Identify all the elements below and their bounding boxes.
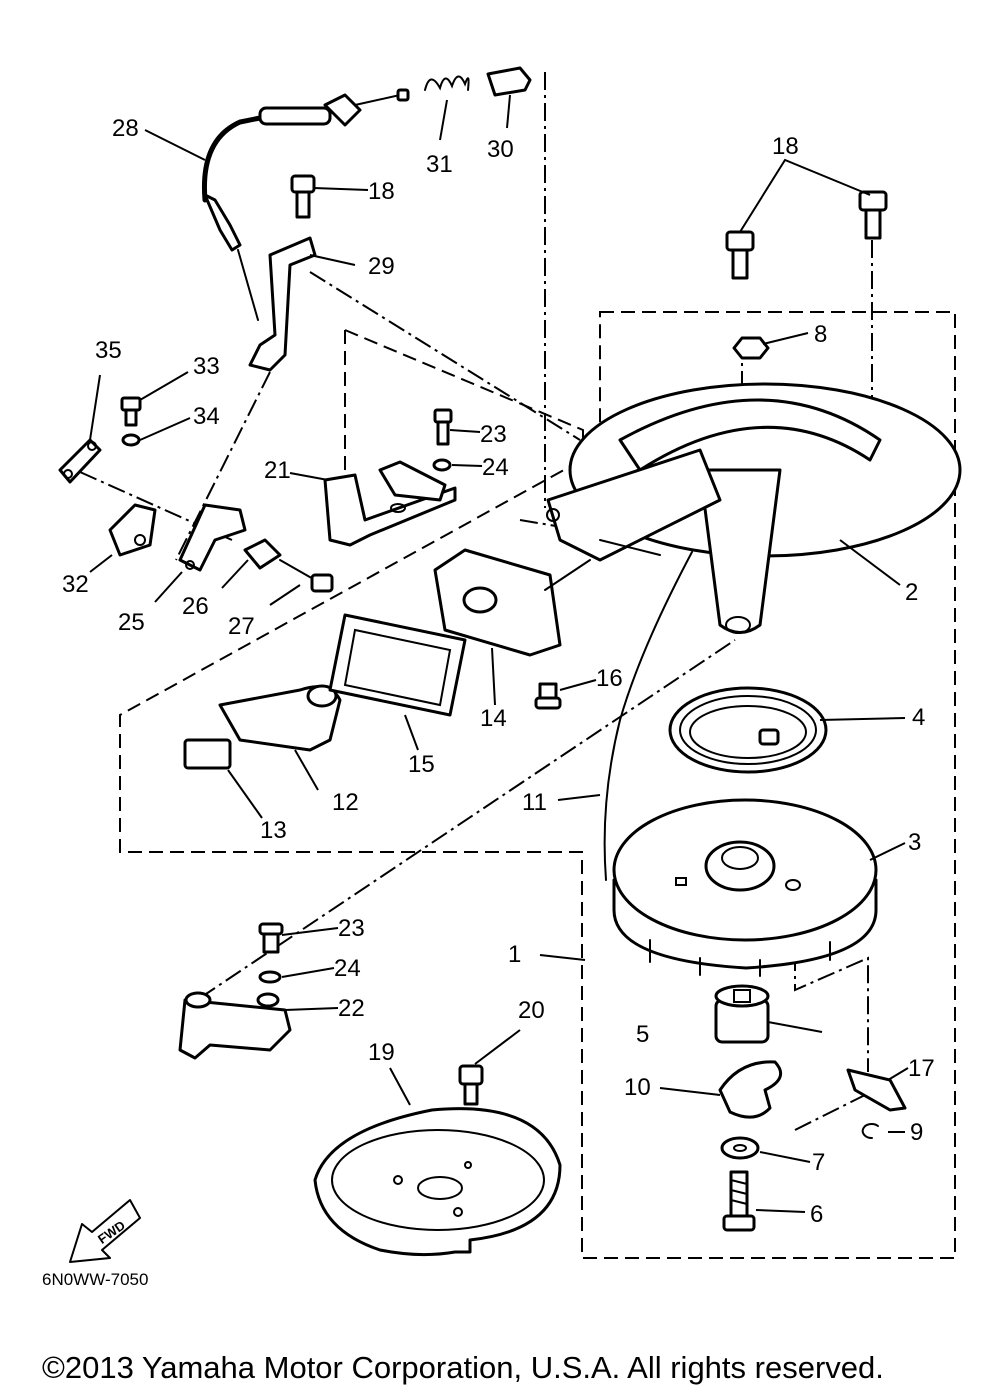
starter-cable (201, 88, 410, 321)
bolt-23-top (433, 408, 453, 446)
callout-5: 5 (636, 1021, 649, 1048)
callout-8: 8 (814, 321, 827, 348)
assembly-frames (79, 72, 956, 1259)
copyright-notice: ©2013 Yamaha Motor Corporation, U.S.A. A… (42, 1350, 884, 1385)
forward-arrow-icon: FWD (69, 1199, 141, 1263)
lock-assembly (433, 548, 591, 710)
callout-27: 27 (228, 613, 255, 640)
starter-housing (546, 382, 962, 634)
bushing (714, 984, 770, 1044)
callout-2: 2 (905, 579, 918, 606)
washer-34 (121, 433, 141, 447)
spring-31 (424, 75, 470, 91)
link-35 (58, 438, 102, 484)
callout-34: 34 (193, 403, 220, 430)
callout-10: 10 (624, 1074, 651, 1101)
callout-20: 20 (518, 997, 545, 1024)
bolt-18-right (858, 190, 888, 240)
callout-7: 7 (812, 1149, 825, 1176)
bolt-27 (279, 559, 334, 593)
callout-21: 21 (264, 457, 291, 484)
bracket-22 (178, 922, 292, 1060)
starter-rope (603, 551, 693, 881)
bolt-18-left (290, 174, 316, 219)
callout-24-top: 24 (482, 454, 509, 481)
nut-8 (732, 336, 770, 360)
drive-plate (718, 1060, 783, 1119)
callout-19: 19 (368, 1039, 395, 1066)
callout-33: 33 (193, 353, 220, 380)
callout-29: 29 (368, 253, 395, 280)
lever-25 (178, 503, 247, 572)
joint-32 (108, 503, 157, 557)
lock-bracket-21 (323, 460, 457, 547)
callout-12: 12 (332, 789, 359, 816)
drawing-code: 6N0WW-7050 (42, 1270, 148, 1289)
recoil-spring (668, 686, 828, 774)
callout-1: 1 (508, 941, 521, 968)
callout-11: 11 (522, 789, 547, 816)
callout-17: 17 (908, 1055, 935, 1082)
cable-bracket-29 (248, 236, 317, 372)
collar-26 (243, 538, 282, 570)
callout-24-bottom: 24 (334, 955, 361, 982)
callout-16: 16 (596, 665, 623, 692)
callout-18-left: 18 (368, 178, 395, 205)
callout-26: 26 (182, 593, 209, 620)
cap-30 (486, 66, 532, 97)
bolt-33 (120, 396, 142, 427)
callout-23-top: 23 (480, 421, 507, 448)
callout-30: 30 (487, 136, 514, 163)
base-plate (313, 1107, 562, 1257)
callout-31: 31 (426, 151, 453, 178)
callout-3: 3 (908, 829, 921, 856)
callout-32: 32 (62, 571, 89, 598)
callout-28: 28 (112, 115, 139, 142)
callout-18-top: 18 (772, 133, 799, 160)
callout-13: 13 (260, 817, 287, 844)
rope-guide (328, 613, 467, 717)
bolt-20 (458, 1064, 484, 1106)
center-bolt (722, 1170, 756, 1232)
washer-24-top (432, 458, 452, 472)
pawl (846, 1068, 907, 1112)
callout-22: 22 (338, 995, 365, 1022)
callout-25: 25 (118, 609, 145, 636)
callout-35: 35 (95, 337, 122, 364)
sheave-drum (612, 798, 878, 977)
bolt-18-mid (725, 230, 755, 280)
callout-4: 4 (912, 704, 925, 731)
washer (720, 1136, 760, 1160)
leader-lines (89, 94, 909, 1213)
callout-6: 6 (810, 1201, 823, 1228)
callout-23-bottom: 23 (338, 915, 365, 942)
circlip (861, 1123, 879, 1140)
callout-9: 9 (910, 1119, 923, 1146)
callout-14: 14 (480, 705, 507, 732)
callout-15: 15 (408, 751, 435, 778)
callout-numbers: 1 2 3 4 5 6 7 8 9 10 11 12 13 14 15 16 1… (62, 115, 935, 1228)
